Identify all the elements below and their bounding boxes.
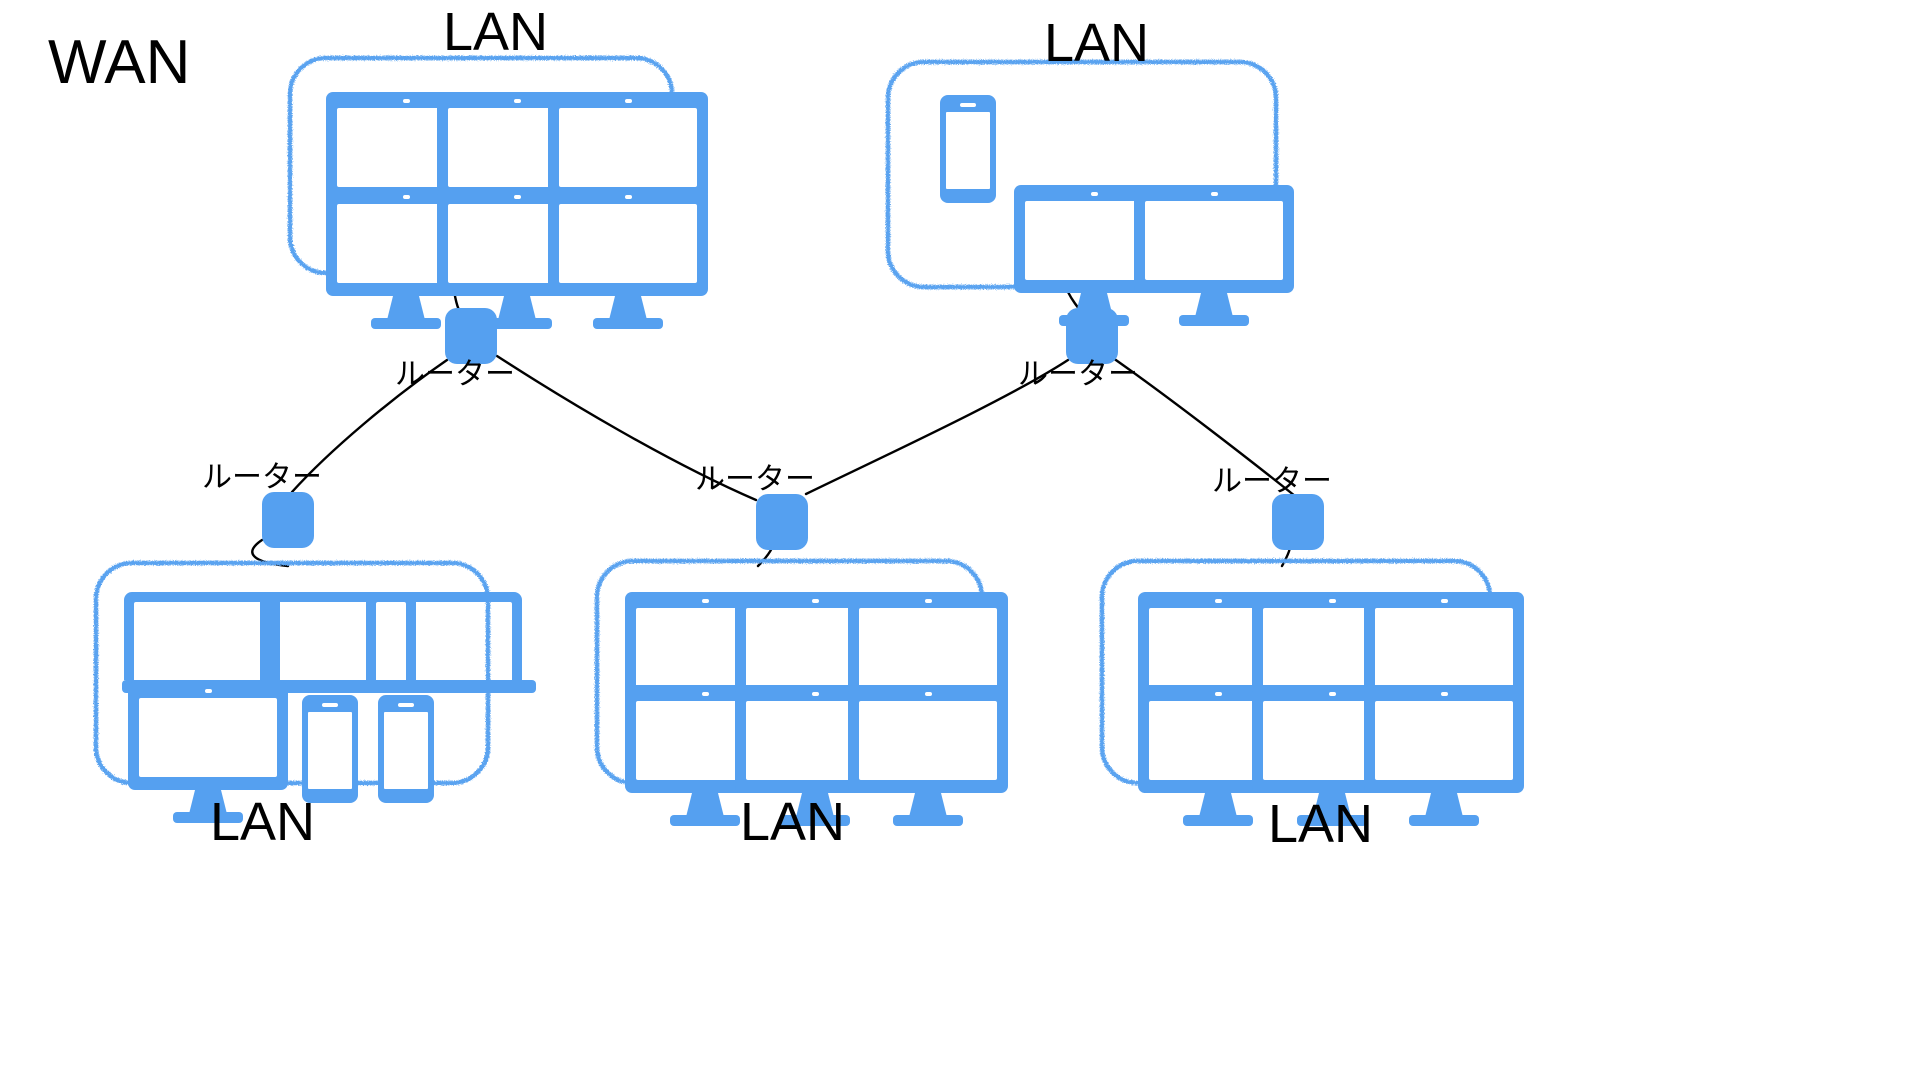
device-smartphone[interactable] — [378, 695, 434, 803]
link-router-bottom-center-to-lan — [756, 546, 774, 568]
lan-bottom-left-devices — [122, 592, 536, 823]
link-router-bottom-right-to-lan — [1280, 546, 1292, 568]
lan-box-bottom-left — [93, 560, 491, 786]
router-label-bottom-right: ルーター — [1212, 464, 1332, 499]
device-desktop[interactable] — [1134, 185, 1294, 326]
routers — [262, 308, 1324, 550]
device-desktop[interactable] — [1364, 685, 1524, 826]
router-bottom-right[interactable] — [1272, 494, 1324, 550]
router-top-left[interactable] — [445, 308, 497, 364]
lan-top-left-devices — [326, 92, 708, 329]
router-label-bottom-left: ルーター — [202, 460, 322, 495]
device-desktop[interactable] — [848, 685, 1008, 826]
device-smartphone[interactable] — [940, 95, 996, 203]
router-label-top-right: ルーター — [1018, 357, 1138, 392]
link-router-top-left-to-router-bottom-left — [290, 358, 449, 494]
lan-label-top-left: LAN — [443, 2, 549, 62]
link-router-top-right-to-router-bottom-right — [1111, 356, 1297, 498]
lan-bottom-center-devices — [625, 592, 1008, 826]
connection-links — [251, 274, 1297, 568]
device-laptop[interactable] — [364, 592, 536, 693]
router-label-bottom-center: ルーター — [695, 462, 815, 497]
link-router-top-left-to-router-bottom-center — [495, 354, 758, 502]
router-top-right[interactable] — [1066, 308, 1118, 364]
router-label-top-left: ルーター — [395, 357, 515, 392]
lan-label-bottom-right: LAN — [1268, 794, 1374, 854]
lan-label-bottom-center: LAN — [740, 792, 846, 852]
lan-top-right-devices — [940, 95, 1294, 326]
router-bottom-left[interactable] — [262, 492, 314, 548]
device-laptop[interactable] — [258, 592, 430, 693]
wan-label: WAN — [48, 28, 191, 97]
link-router-top-right-to-router-bottom-center — [804, 358, 1070, 496]
device-smartphone[interactable] — [302, 695, 358, 803]
lan-label-top-right: LAN — [1044, 13, 1150, 73]
device-desktop[interactable] — [548, 188, 708, 329]
router-bottom-center[interactable] — [756, 494, 808, 550]
lan-bottom-right-devices — [1138, 592, 1524, 826]
lan-label-bottom-left: LAN — [210, 792, 316, 852]
